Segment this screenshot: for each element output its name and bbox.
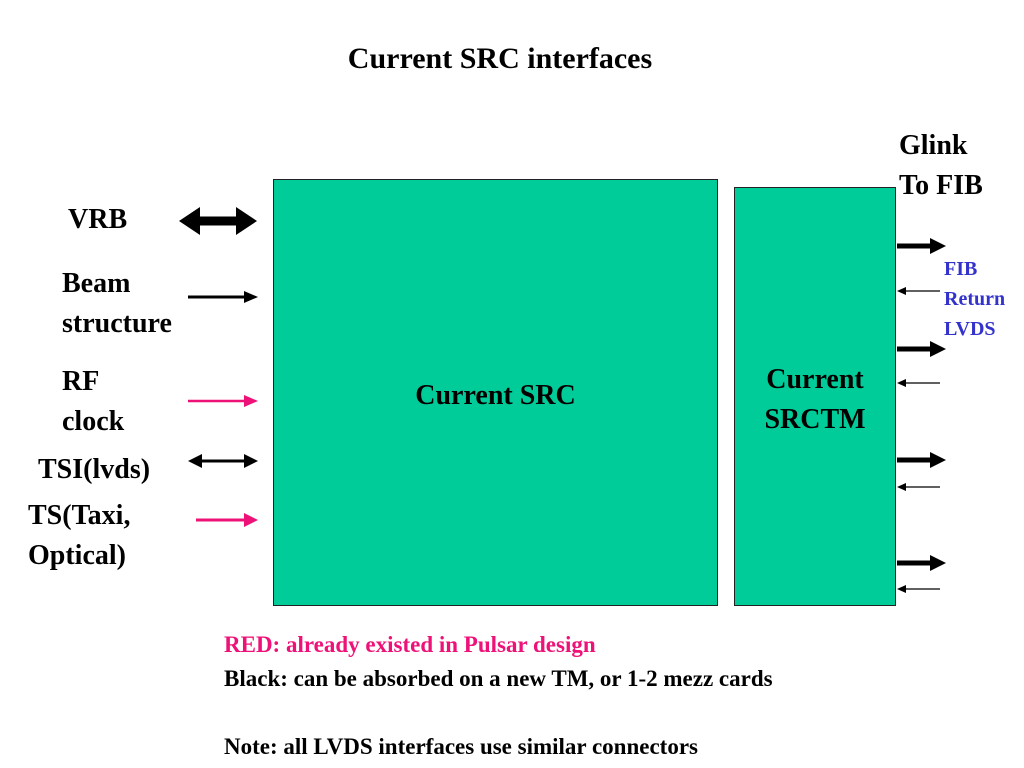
fib-return-arrow-3 bbox=[897, 483, 940, 491]
vrb-bidirectional-arrow bbox=[179, 207, 257, 235]
beam-structure-label-line1: Beam bbox=[62, 268, 131, 299]
current-src-box: Current SRC bbox=[273, 179, 718, 606]
beam-structure-label-line2: structure bbox=[62, 308, 172, 339]
legend-black: Black: can be absorbed on a new TM, or 1… bbox=[224, 666, 773, 691]
glink-output-arrow-4 bbox=[897, 555, 946, 571]
ts-taxi-arrow bbox=[196, 513, 258, 527]
current-srctm-label-line2: SRCTM bbox=[764, 404, 866, 435]
ts-taxi-label-line1: TS(Taxi, bbox=[28, 500, 131, 531]
current-srctm-label-line1: Current bbox=[766, 364, 864, 395]
page-title: Current SRC interfaces bbox=[347, 42, 653, 75]
legend-red: RED: already existed in Pulsar design bbox=[224, 632, 596, 657]
ts-taxi-label-line2: Optical) bbox=[28, 540, 126, 571]
glink-output-arrow-3 bbox=[897, 452, 946, 468]
fib-return-arrow-2 bbox=[897, 379, 940, 387]
rf-clock-label-line1: RF bbox=[62, 366, 100, 397]
rf-clock-label-line2: clock bbox=[62, 406, 125, 437]
fib-return-arrow-1 bbox=[897, 287, 940, 295]
rf-clock-arrow bbox=[188, 395, 258, 407]
glink-label-line1: Glink bbox=[899, 130, 968, 161]
tsi-bidirectional-arrow bbox=[188, 454, 258, 468]
fib-return-label-line1: FIB bbox=[944, 258, 978, 280]
beam-structure-arrow bbox=[188, 291, 258, 303]
tsi-label: TSI(lvds) bbox=[38, 454, 151, 485]
glink-output-arrow-1 bbox=[897, 238, 946, 254]
current-src-label: Current SRC bbox=[415, 380, 576, 411]
glink-label-line2: To FIB bbox=[899, 170, 983, 201]
fib-return-label-line2: Return bbox=[944, 288, 1006, 310]
fib-return-arrow-4 bbox=[897, 585, 940, 593]
current-srctm-box: Current SRCTM bbox=[734, 187, 896, 606]
fib-return-label-line3: LVDS bbox=[944, 318, 996, 340]
legend-note: Note: all LVDS interfaces use similar co… bbox=[224, 734, 698, 759]
vrb-label: VRB bbox=[68, 204, 128, 235]
glink-output-arrow-2 bbox=[897, 341, 946, 357]
